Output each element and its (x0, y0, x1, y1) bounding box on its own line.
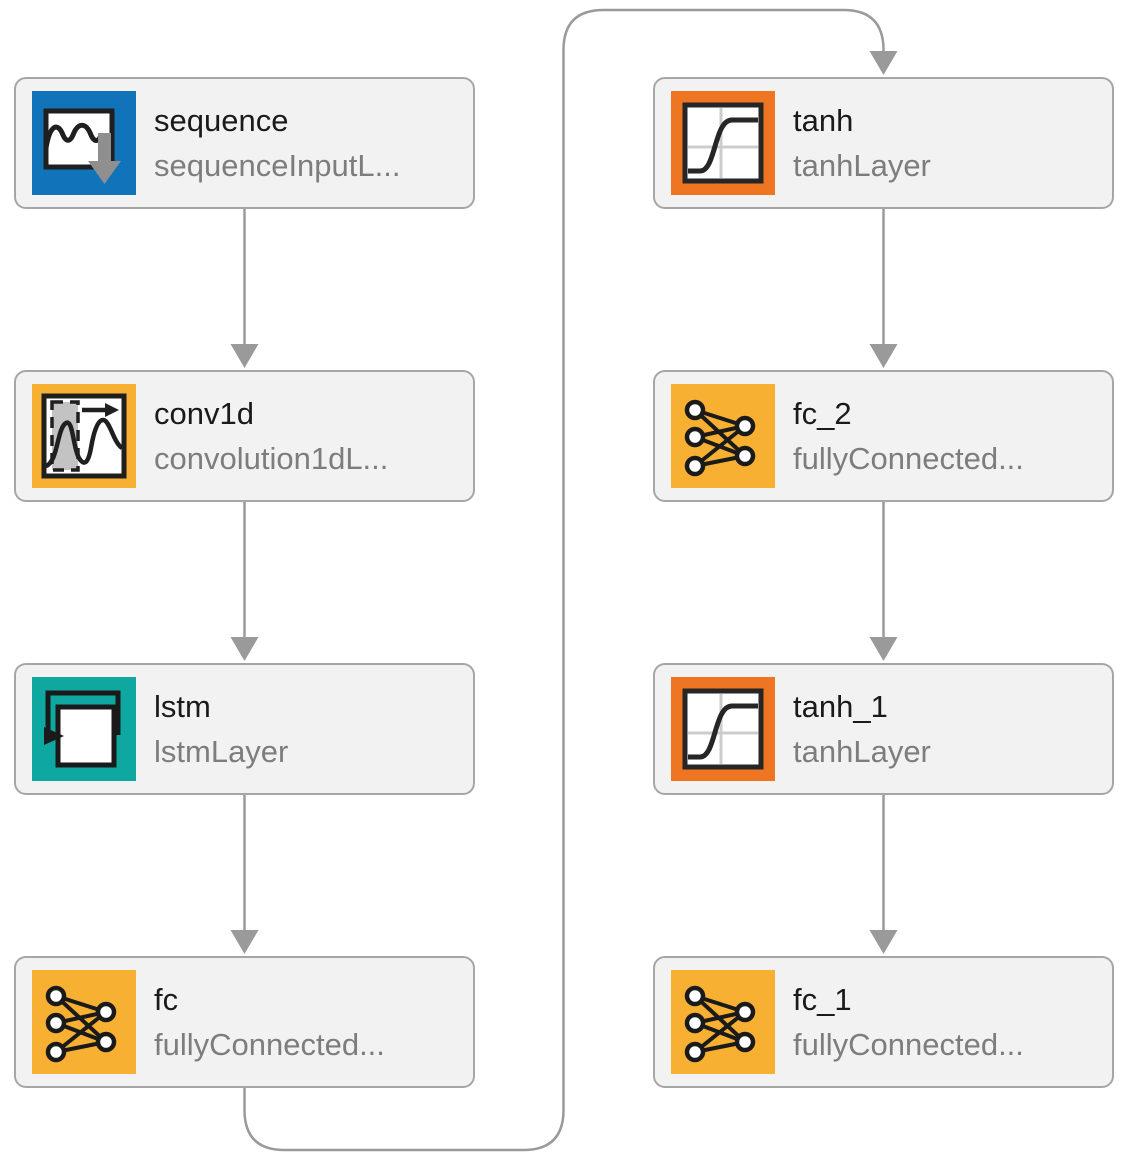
layer-type: fullyConnected... (793, 441, 1024, 476)
layer-type: tanhLayer (793, 734, 931, 769)
layer-name: sequence (154, 103, 289, 138)
tanh-icon (671, 91, 775, 195)
arrowhead-fc (230, 930, 259, 954)
arrowhead-fc_1 (869, 930, 898, 954)
layer-node-tanh[interactable]: tanh tanhLayer (653, 77, 1114, 209)
arrowhead-tanh_1 (869, 637, 898, 661)
layer-node-tanh_1[interactable]: tanh_1 tanhLayer (653, 663, 1114, 795)
arrowhead-tanh (869, 51, 898, 75)
convolution1d-icon (32, 384, 136, 488)
arrowhead-conv1d (230, 344, 259, 368)
layer-name: tanh (793, 103, 854, 138)
arrowhead-lstm (230, 637, 259, 661)
layer-type: convolution1dL... (154, 441, 389, 476)
layer-type: lstmLayer (154, 734, 289, 769)
tanh-icon (671, 677, 775, 781)
layer-name: tanh_1 (793, 689, 888, 724)
fully-connected-icon (671, 970, 775, 1074)
layer-type: tanhLayer (793, 148, 931, 183)
edge-fc-tanh[interactable] (243, 8, 885, 1152)
layer-type: sequenceInputL... (154, 148, 401, 183)
layer-node-lstm[interactable]: lstm lstmLayer (14, 663, 475, 795)
layer-name: lstm (154, 689, 211, 724)
sequence-input-icon (32, 91, 136, 195)
layer-name: fc_2 (793, 396, 852, 431)
layer-node-fc[interactable]: fc fullyConnected... (14, 956, 475, 1088)
layer-type: fullyConnected... (154, 1027, 385, 1062)
layer-name: fc (154, 982, 179, 1017)
layer-node-fc_1[interactable]: fc_1 fullyConnected... (653, 956, 1114, 1088)
layer-name: fc_1 (793, 982, 852, 1017)
layer-node-sequence[interactable]: sequence sequenceInputL... (14, 77, 475, 209)
arrowhead-fc_2 (869, 344, 898, 368)
layer-node-fc_2[interactable]: fc_2 fullyConnected... (653, 370, 1114, 502)
layer-name: conv1d (154, 396, 254, 431)
fully-connected-icon (32, 970, 136, 1074)
lstm-icon (32, 677, 136, 781)
layer-type: fullyConnected... (793, 1027, 1024, 1062)
layer-node-conv1d[interactable]: conv1d convolution1dL... (14, 370, 475, 502)
fully-connected-icon (671, 384, 775, 488)
